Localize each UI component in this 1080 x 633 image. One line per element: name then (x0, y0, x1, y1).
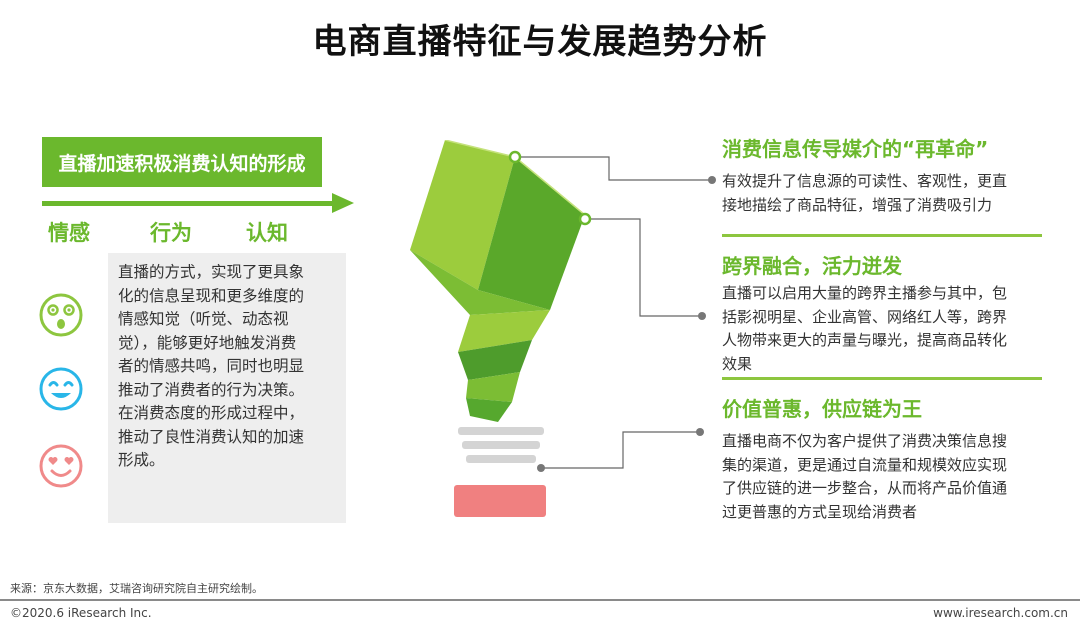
description-line: 者的情感共鸣，同时也明显 (118, 357, 305, 375)
source-note: 来源：京东大数据，艾瑞咨询研究院自主研究绘制。 (10, 582, 263, 595)
feature-line: 括影视明星、企业高管、网络红人等，跨界 (722, 307, 1008, 326)
feature-text-supply-chain: 直播电商不仅为客户提供了消费决策信息搜 集的渠道，更是通过自流量和规模效应实现 … (722, 430, 1062, 524)
feature-line: 直播可以启用大量的跨界主播参与其中，包 (722, 284, 1008, 302)
progress-arrow-line (42, 201, 334, 206)
feature-text-media-revolution: 有效提升了信息源的可读性、客观性，更直 接地描绘了商品特征，增强了消费吸引力 (722, 170, 1062, 217)
feature-line: 直播电商不仅为客户提供了消费决策信息搜 (722, 432, 1008, 450)
description-line: 形成。 (118, 451, 165, 469)
stage-behavior: 行为 (150, 221, 192, 245)
footer-divider (0, 599, 1080, 601)
feature-heading-media-revolution: 消费信息传导媒介的“再革命” (722, 137, 989, 161)
description-line: 直播的方式，实现了更具象 (118, 263, 305, 281)
divider (722, 234, 1042, 237)
description-line: 在消费态度的形成过程中， (118, 404, 305, 422)
feature-line: 了供应链的进一步整合，从而将产品价值通 (722, 479, 1008, 497)
left-banner: 直播加速积极消费认知的形成 (42, 137, 322, 187)
heart-eyes-face-icon (39, 444, 83, 488)
feature-line: 效果 (722, 354, 753, 373)
feature-heading-supply-chain: 价值普惠，供应链为王 (722, 397, 922, 421)
feature-line: 集的渠道，更是通过自流量和规模效应实现 (722, 455, 1008, 474)
divider (722, 377, 1042, 380)
emotion-behavior-description: 直播的方式，实现了更具象 化的信息呈现和更多维度的 情感知觉（听觉、动态视 觉）… (108, 253, 346, 523)
stage-emotion: 情感 (48, 221, 90, 245)
copyright: ©2020.6 iResearch Inc. (10, 606, 152, 620)
description-line: 推动了消费者的行为决策。 (118, 380, 305, 399)
surprised-face-icon (39, 293, 83, 337)
feature-line: 过更普惠的方式呈现给消费者 (722, 502, 918, 521)
smiling-face-icon (39, 367, 83, 411)
description-line: 推动了良性消费认知的加速 (118, 427, 305, 446)
feature-text-crossover: 直播可以启用大量的跨界主播参与其中，包 括影视明星、企业高管、网络红人等，跨界 … (722, 282, 1062, 376)
website-link[interactable]: www.iresearch.com.cn (933, 606, 1068, 620)
feature-heading-crossover: 跨界融合，活力迸发 (722, 254, 902, 278)
arrow-right-icon (332, 193, 354, 213)
description-line: 情感知觉（听觉、动态视 (118, 310, 289, 328)
description-line: 化的信息呈现和更多维度的 (118, 286, 305, 305)
ribbon-lightbulb-illustration (410, 140, 592, 517)
stage-cognition: 认知 (246, 221, 288, 245)
page-title: 电商直播特征与发展趋势分析 (312, 22, 768, 62)
description-line: 觉），能够更好地触发消费 (118, 333, 297, 352)
feature-line: 有效提升了信息源的可读性、客观性，更直 (722, 172, 1008, 190)
feature-line: 接地描绘了商品特征，增强了消费吸引力 (722, 195, 993, 214)
feature-line: 人物带来更大的声量与曝光，提高商品转化 (722, 331, 1008, 349)
